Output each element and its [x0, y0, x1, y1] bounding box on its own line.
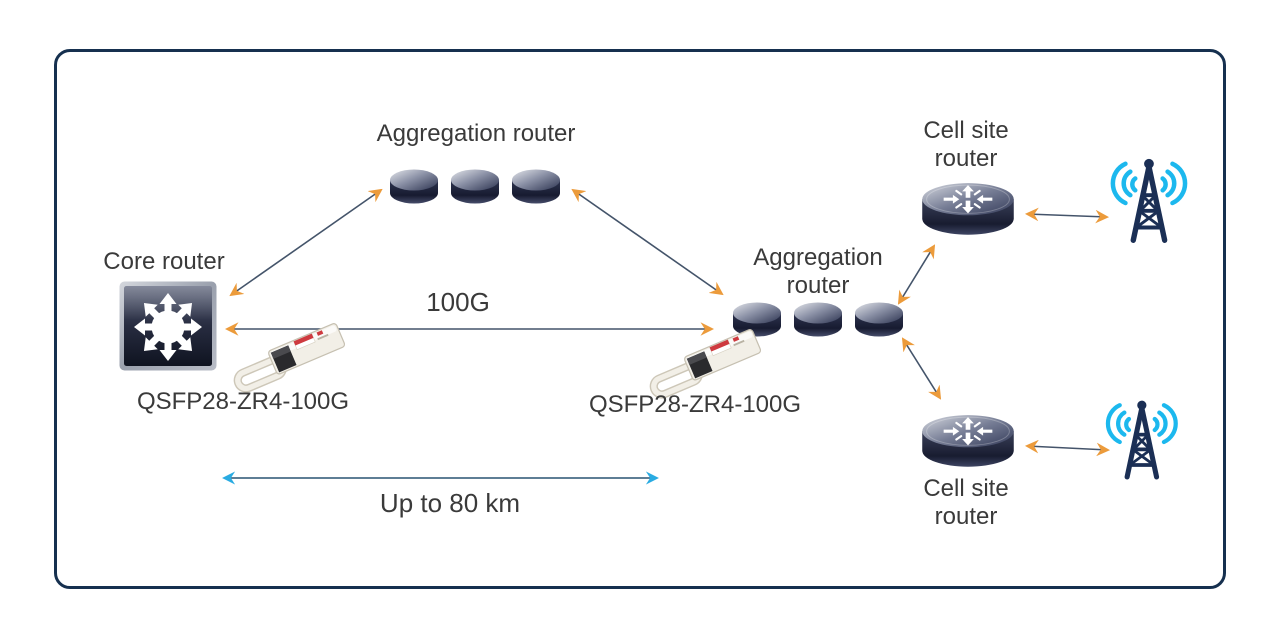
router-disk-icon: [390, 169, 438, 204]
cell-site-router-bottom-label-line1: Cell site: [923, 475, 1009, 502]
transceiver-left-label: QSFP28-ZR4-100G: [136, 388, 350, 415]
tower-structure: [1130, 158, 1168, 243]
router-disk-icon: [855, 302, 903, 337]
cell-site-router-icon: [922, 183, 1014, 235]
aggregation-router-top-label: Aggregation router: [376, 120, 576, 147]
cell-tower-icon: [1110, 158, 1188, 243]
aggregation-router-right-label-line2: router: [786, 272, 850, 300]
core-router: [119, 281, 217, 376]
aggregation-router-right-label: Aggregation router: [753, 244, 882, 301]
transceiver-left: [221, 306, 361, 418]
router-disk-icon: [733, 302, 781, 337]
core-router-label: Core router: [103, 248, 225, 275]
cell-site-router-bottom: [919, 402, 1017, 481]
qsfp-transceiver-icon: [649, 329, 762, 399]
cell-site-router-top: [919, 170, 1017, 249]
radio-waves-icon: [1105, 403, 1178, 445]
cell-tower-icon: [1105, 400, 1178, 480]
eight-way-arrows-glyph: [134, 293, 202, 361]
router-disk-icon: [794, 302, 842, 337]
aggregation-router-top: [388, 167, 562, 207]
cell-site-router-icon: [922, 415, 1014, 467]
radio-waves-icon: [1110, 161, 1188, 206]
qsfp-transceiver-icon: [233, 323, 346, 393]
aggregation-router-right: [731, 300, 905, 340]
bandwidth-label: 100G: [426, 287, 490, 317]
cell-site-router-top-label-line1: Cell site: [923, 117, 1009, 144]
distance-label: Up to 80 km: [379, 488, 521, 518]
router-disk-icon: [512, 169, 560, 204]
diagram-border: [54, 49, 1226, 589]
cell-site-router-bottom-label-line2: router: [934, 503, 998, 531]
cell-site-router-top-label: Cell site router: [923, 117, 1008, 174]
router-arrows-glyph: [943, 185, 993, 214]
aggregation-router-right-label-line1: Aggregation: [753, 244, 883, 271]
cell-site-router-top-label-line2: router: [934, 145, 998, 173]
router-arrows-glyph: [943, 417, 993, 446]
cell-site-router-bottom-label: Cell site router: [923, 475, 1008, 532]
router-disk-icon: [451, 169, 499, 204]
core-router-icon: [119, 281, 217, 371]
tower-structure: [1124, 400, 1160, 480]
transceiver-right: [637, 312, 777, 424]
cell-tower-top: [1098, 154, 1196, 257]
cell-tower-bottom: [1094, 396, 1186, 493]
transceiver-right-label: QSFP28-ZR4-100G: [588, 391, 802, 418]
